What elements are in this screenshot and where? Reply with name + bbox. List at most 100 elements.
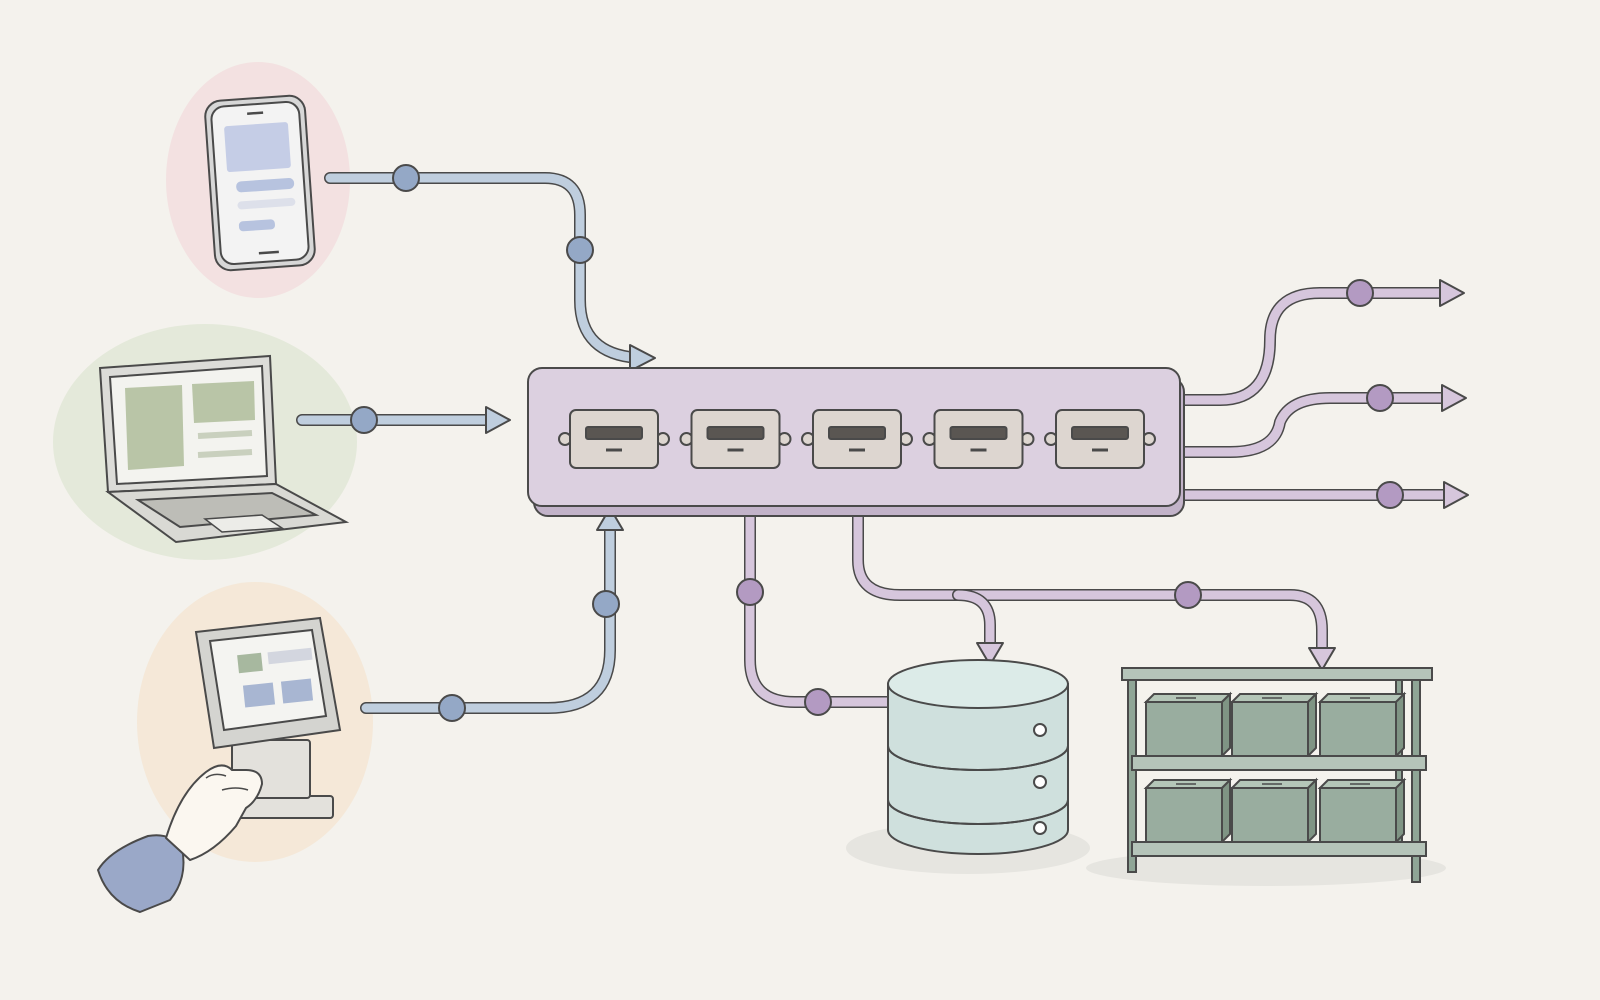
kiosk-tile — [267, 647, 313, 665]
laptop-panel — [192, 381, 255, 423]
input-nodes — [350, 164, 620, 722]
shelf-board — [1131, 841, 1427, 857]
phone-bar — [238, 219, 275, 232]
arrow-right-icon — [1443, 481, 1469, 509]
pipe-node — [1346, 279, 1374, 307]
pipe-node — [592, 590, 620, 618]
output-nodes — [736, 279, 1404, 716]
kiosk-tile — [242, 682, 276, 708]
output-pipe-1 — [1175, 288, 1445, 405]
port-slot — [585, 426, 643, 440]
hub-ports — [558, 409, 1156, 469]
box-side — [1395, 777, 1405, 845]
pipe-node — [804, 688, 832, 716]
pipe-node — [438, 694, 466, 722]
phone-pipe — [325, 173, 645, 363]
phone-card — [224, 122, 291, 173]
kiosk-pipe-outline — [360, 522, 616, 714]
hand-finger — [221, 787, 249, 791]
hand-finger — [205, 773, 227, 779]
smartphone-icon — [204, 94, 316, 272]
output-pipe-1-outline — [1174, 287, 1446, 406]
hub-port — [801, 409, 913, 469]
laptop-keyboard — [134, 491, 320, 529]
box-front — [1231, 701, 1309, 757]
storage-box — [1229, 777, 1319, 845]
kiosk-terminal-icon — [194, 616, 342, 819]
output-pipe-2-outline — [1174, 392, 1448, 458]
laptop-line — [197, 430, 253, 439]
storage-box — [1317, 777, 1407, 845]
pipe-node — [1376, 481, 1404, 509]
kiosk-tile — [237, 652, 263, 674]
database-band — [887, 799, 1069, 825]
branch-pipe — [853, 505, 1327, 655]
laptop-panel — [125, 385, 184, 470]
input-pipes — [296, 172, 646, 714]
database-icon — [846, 659, 1090, 874]
hub-port — [679, 409, 792, 469]
hand-sleeve — [97, 834, 185, 913]
arrow-right-icon — [1441, 384, 1467, 412]
shelf-top — [1121, 667, 1433, 681]
box-front — [1231, 787, 1309, 843]
arrow-right-icon — [1439, 279, 1465, 307]
box-front — [1319, 787, 1397, 843]
laptop-trackpad — [202, 514, 285, 533]
pipe-node — [1366, 384, 1394, 412]
phone-home-bar — [258, 250, 279, 255]
storage-box — [1317, 691, 1407, 759]
arrow-down-icon — [1308, 647, 1336, 671]
output-pipe-2 — [1175, 393, 1447, 457]
database-band — [887, 745, 1069, 771]
box-front — [1145, 787, 1223, 843]
box-side — [1307, 691, 1317, 759]
phone-speaker — [247, 111, 264, 115]
port-slot — [1071, 426, 1129, 440]
box-side — [1307, 777, 1317, 845]
database-top — [887, 659, 1069, 709]
port-slot — [949, 426, 1008, 440]
db-pipe — [745, 505, 895, 707]
pipe-node — [1174, 581, 1202, 609]
db-pipe-outline — [744, 504, 896, 708]
arrow-down-icon — [976, 642, 1004, 666]
pipe-node — [736, 578, 764, 606]
box-front — [1145, 701, 1223, 757]
laptop-icon — [98, 354, 350, 544]
box-side — [1221, 691, 1231, 759]
phone-bar — [237, 197, 296, 210]
box-side — [1395, 691, 1405, 759]
arrow-up-icon — [596, 507, 624, 531]
phone-bar — [236, 177, 295, 193]
storage-box — [1143, 777, 1233, 845]
kiosk-pipe — [361, 523, 615, 713]
hub-port — [1044, 409, 1156, 469]
hand-icon — [97, 764, 263, 913]
phone-pipe-outline — [324, 172, 646, 364]
arrow-right-icon — [485, 406, 511, 434]
hub-port — [922, 409, 1035, 469]
storage-box — [1229, 691, 1319, 759]
hub-port — [558, 409, 670, 469]
pipe-node — [566, 236, 594, 264]
laptop-line — [197, 449, 253, 458]
pipe-node — [392, 164, 420, 192]
branch-pipe-outline — [852, 504, 1328, 656]
box-front — [1319, 701, 1397, 757]
port-slot — [706, 426, 765, 440]
database-indicator — [1033, 821, 1047, 835]
kiosk-tile — [280, 678, 314, 704]
connector-hub-icon — [527, 367, 1185, 517]
input-arrowheads — [485, 344, 656, 531]
warehouse-shelf-icon — [1086, 667, 1446, 886]
port-slot — [828, 426, 886, 440]
output-arrowheads — [976, 279, 1469, 671]
shelf-board — [1131, 755, 1427, 771]
pipe-node — [350, 406, 378, 434]
database-indicator — [1033, 775, 1047, 789]
box-side — [1221, 777, 1231, 845]
hand-palm — [165, 764, 263, 861]
db-top-pipe — [953, 590, 995, 650]
